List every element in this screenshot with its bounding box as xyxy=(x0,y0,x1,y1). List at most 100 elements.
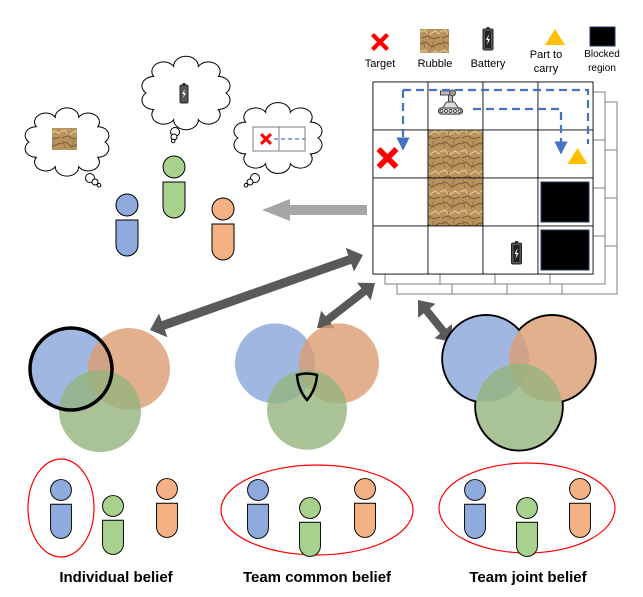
grid-cell xyxy=(427,225,484,275)
team-joint xyxy=(438,462,616,557)
venn-highlight-intersection xyxy=(295,372,319,402)
rubble-texture-icon xyxy=(428,130,483,178)
yellow-triangle-icon xyxy=(567,148,588,164)
grid-map xyxy=(372,81,618,295)
agent-person xyxy=(516,497,538,557)
legend-label-blocked-2: region xyxy=(588,63,616,74)
battery-tip xyxy=(182,83,186,85)
rubble-texture-icon xyxy=(428,178,483,226)
red-x-icon xyxy=(259,132,273,146)
left-arrow xyxy=(262,199,367,221)
grid-cell-bg xyxy=(372,225,429,275)
legend-label-blocked-1: Blocked xyxy=(584,49,620,60)
grid-cell xyxy=(372,225,429,275)
thought-bubble xyxy=(141,55,231,144)
legend-item-target: Target xyxy=(365,33,396,70)
agent-head xyxy=(102,495,124,517)
agent-body xyxy=(115,219,139,257)
grid-cell-bg xyxy=(537,129,594,179)
robot-wheel xyxy=(457,109,462,113)
battery-bolt xyxy=(514,248,519,259)
agent-body xyxy=(299,521,321,557)
legend-item-part-line2: carry xyxy=(534,63,559,75)
red-x-icon xyxy=(371,33,389,51)
venn-circle-green xyxy=(59,370,141,453)
team-common xyxy=(220,464,414,557)
yellow-triangle-icon xyxy=(545,29,565,45)
grid-cell xyxy=(537,129,594,179)
venn-circle-green xyxy=(476,363,562,450)
agent-person xyxy=(464,479,486,539)
robot-wheel xyxy=(453,109,457,113)
grid-layer-front xyxy=(372,81,594,275)
robot-icon xyxy=(437,89,464,115)
grid-cell-bg xyxy=(427,225,484,275)
agent-head xyxy=(211,197,235,221)
thought-tail-dot xyxy=(96,182,102,188)
legend-item-battery: Battery xyxy=(471,27,506,70)
caption-team-common-belief: Team common belief xyxy=(243,569,392,586)
agent-person xyxy=(299,497,321,557)
thought-tail-dot xyxy=(246,178,254,186)
grid-cell xyxy=(482,225,539,275)
agent-body xyxy=(162,181,186,219)
grid-cell-bg xyxy=(482,177,539,227)
agent-person xyxy=(50,479,72,539)
battery-tip xyxy=(515,241,518,243)
agent-body xyxy=(102,519,124,555)
agent-body xyxy=(156,502,178,538)
legend-label-rubble: Rubble xyxy=(418,58,453,70)
venn-common xyxy=(235,323,379,450)
agent-person xyxy=(162,155,186,219)
double-arrow-shape xyxy=(150,247,363,338)
agent-person xyxy=(354,478,376,538)
agent-body xyxy=(516,521,538,557)
legend-item-blocked: Blocked region xyxy=(584,26,620,74)
robot-joint xyxy=(449,89,456,97)
double-arrow-common xyxy=(317,282,375,329)
agent-person xyxy=(569,478,591,538)
grid-cell xyxy=(482,129,539,179)
grid-cell xyxy=(537,177,594,227)
robot-wheel xyxy=(444,109,448,113)
double-arrow-individual xyxy=(150,247,363,338)
grid-cell xyxy=(372,177,429,227)
agent-person xyxy=(247,479,269,539)
battery-icon xyxy=(511,241,522,265)
legend-label-target: Target xyxy=(365,58,396,70)
grid-cell xyxy=(482,177,539,227)
caption-team-joint-belief: Team joint belief xyxy=(469,569,587,586)
legend: Target Rubble Battery Part to carry Bloc… xyxy=(365,26,620,75)
legend-label-part-1: Part to xyxy=(530,49,562,61)
thought-tail-dot xyxy=(243,182,249,188)
agent-body xyxy=(50,503,72,539)
red-x-icon xyxy=(376,147,399,169)
robot-wheel xyxy=(439,109,444,113)
thought-bubble xyxy=(24,107,110,188)
venn-joint xyxy=(441,314,597,452)
agent-body xyxy=(211,223,235,261)
agent-person xyxy=(156,478,178,538)
grid-cell-bg xyxy=(482,129,539,179)
thought-tail-dot xyxy=(170,138,176,144)
agent-head xyxy=(50,479,72,501)
rubble-texture-icon xyxy=(52,128,77,150)
venn-individual xyxy=(28,326,170,453)
red-x-shape xyxy=(376,147,399,169)
battery-bolt xyxy=(182,89,186,98)
path-to-part-outer xyxy=(403,88,590,144)
selection-ellipse xyxy=(27,458,95,558)
legend-label-battery: Battery xyxy=(471,58,506,70)
agent-head xyxy=(156,478,178,500)
caption-individual-belief: Individual belief xyxy=(59,569,173,586)
black-square-icon xyxy=(540,181,590,223)
legend-label-part-2: carry xyxy=(534,63,559,75)
agent-person xyxy=(211,197,235,261)
venn-circle-green xyxy=(267,369,347,450)
agent-head xyxy=(115,193,139,217)
venn-highlight-individual xyxy=(28,326,114,412)
grid-cell xyxy=(537,225,594,275)
double-arrow-shape xyxy=(418,300,452,342)
agent-head xyxy=(516,497,538,519)
